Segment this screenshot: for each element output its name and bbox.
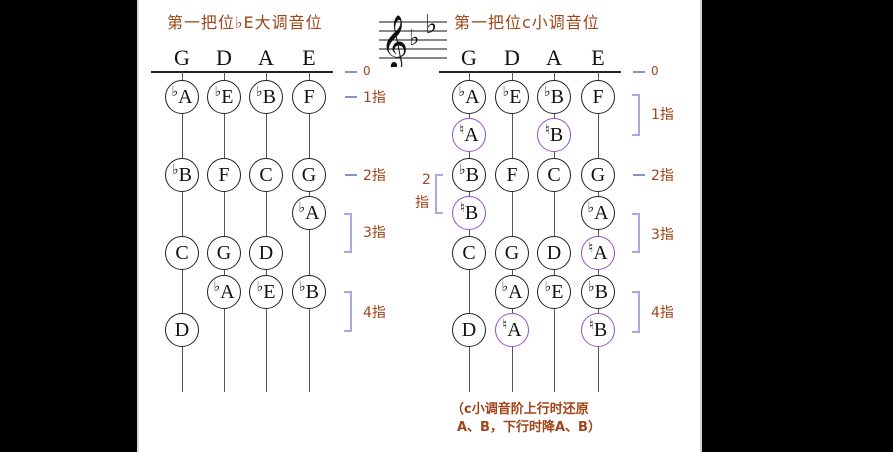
finger-4-bracket (632, 291, 640, 333)
finger-3-bracket (632, 213, 640, 253)
svg-text:♭: ♭ (425, 10, 437, 40)
string-label-g: G (174, 45, 190, 70)
string-line-e (598, 72, 599, 392)
note-circle: ♭B (249, 80, 283, 114)
string-line-a (266, 72, 267, 392)
note-circle: G (292, 158, 326, 192)
finger-3-bracket (344, 213, 352, 253)
finger-1-tick (345, 96, 357, 98)
note-circle: ♭B (537, 80, 571, 114)
footnote-line-2: A、B，下行时降A、B） (457, 420, 601, 435)
string-label-e: E (302, 45, 316, 70)
note-circle: D (537, 236, 571, 270)
note-circle: ♭E (207, 80, 241, 114)
string-line-g (182, 72, 183, 392)
nut-line (439, 71, 621, 73)
string-label-d: D (216, 45, 232, 70)
natural-note-circle: ♮B (581, 313, 615, 347)
note-circle: ♭B (165, 158, 199, 192)
left-title: 第一把位♭E大调音位 (167, 13, 323, 32)
string-label-a: A (258, 45, 274, 70)
note-circle: G (581, 158, 615, 192)
finger-2-label: 2指 (651, 168, 674, 184)
finger-1-bracket (632, 94, 640, 136)
open-string-label: 0 (651, 64, 659, 78)
natural-note-circle: ♮B (537, 118, 571, 152)
natural-note-circle: ♮A (495, 313, 529, 347)
svg-text:♭: ♭ (409, 26, 419, 51)
note-circle: G (495, 236, 529, 270)
finger-3-label: 3指 (363, 225, 386, 241)
string-line-d (224, 72, 225, 392)
right-title: 第一把位c小调音位 (454, 13, 600, 32)
string-label-a: A (546, 45, 562, 70)
finger-2-tick (633, 174, 645, 176)
finger-4-label: 4指 (363, 305, 386, 321)
note-circle: ♭A (452, 80, 486, 114)
finger-2-tick (345, 174, 357, 176)
note-circle: ♭A (165, 80, 199, 114)
note-circle: D (165, 313, 199, 347)
note-circle: ♭A (292, 196, 326, 230)
note-circle: F (581, 80, 615, 114)
note-circle: ♭E (249, 275, 283, 309)
side-finger-num: 2 (422, 172, 431, 188)
note-circle: D (452, 313, 486, 347)
string-label-g: G (461, 45, 477, 70)
nut-line (151, 71, 333, 73)
string-label-e: E (591, 45, 605, 70)
finger-2-label: 2指 (363, 168, 386, 184)
open-string-label: 0 (363, 64, 371, 78)
side-finger-char: 指 (415, 195, 429, 211)
string-label-d: D (504, 45, 520, 70)
note-circle: C (537, 158, 571, 192)
note-circle: C (452, 236, 486, 270)
note-circle: ♭B (581, 275, 615, 309)
string-line-a (554, 72, 555, 392)
note-circle: ♭E (495, 80, 529, 114)
natural-note-circle: ♮A (581, 236, 615, 270)
open-string-tick (633, 71, 645, 73)
note-circle: ♭B (452, 158, 486, 192)
finger-4-bracket (344, 291, 352, 332)
string-line-g (469, 72, 470, 392)
open-string-tick (345, 71, 357, 73)
svg-text:𝄞: 𝄞 (381, 14, 408, 67)
note-circle: F (495, 158, 529, 192)
finger-4-label: 4指 (651, 305, 674, 321)
note-circle: F (292, 80, 326, 114)
fingering-chart-panel: 第一把位♭E大调音位 𝄞 ♭ ♭ 第一把位c小调音位 G D A E 0 ♭A … (137, 0, 702, 452)
string-line-d (512, 72, 513, 392)
finger-3-label: 3指 (651, 227, 674, 243)
note-circle: ♭E (537, 275, 571, 309)
finger-1-label: 1指 (651, 107, 674, 123)
natural-note-circle: ♮B (452, 196, 486, 230)
note-circle: ♭A (207, 275, 241, 309)
note-circle: C (249, 158, 283, 192)
note-circle: G (207, 236, 241, 270)
note-circle: ♭B (292, 275, 326, 309)
note-circle: C (165, 236, 199, 270)
natural-note-circle: ♮A (452, 118, 486, 152)
note-circle: ♭A (581, 196, 615, 230)
finger-1-label: 1指 (363, 90, 386, 106)
side-finger-2-bracket (435, 174, 443, 214)
footnote-line-1: （c小调音阶上行时还原 (451, 402, 589, 417)
note-circle: ♭A (495, 275, 529, 309)
note-circle: F (207, 158, 241, 192)
note-circle: D (249, 236, 283, 270)
treble-clef-key-signature-icon: 𝄞 ♭ ♭ (379, 10, 447, 67)
string-line-e (309, 72, 310, 392)
